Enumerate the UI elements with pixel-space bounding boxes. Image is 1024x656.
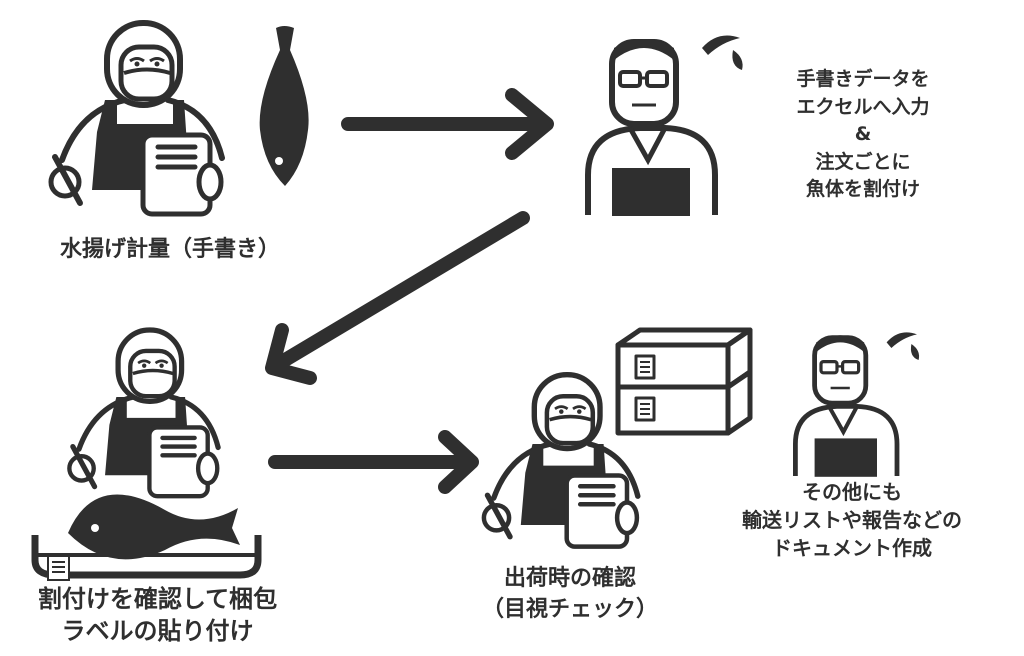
fish-icon: [259, 26, 309, 186]
label-line: 割付けを確認して梱包: [37, 585, 278, 613]
label-line: （目視チェック）: [481, 597, 658, 622]
label-line: 出荷時の確認: [503, 566, 636, 591]
label-line: 魚体を割付け: [805, 178, 920, 200]
office-worker-icon: [588, 36, 743, 216]
fish-tray-icon: [31, 494, 262, 581]
label-line: ラベルの貼り付け: [61, 617, 254, 645]
label-landing-weighing: 水揚げ計量（手書き）: [20, 236, 320, 264]
shipping-boxes-icon: [615, 327, 753, 436]
label-shipping-check: 出荷時の確認 （目視チェック）: [460, 563, 680, 625]
arrow-diagonal: [265, 211, 530, 385]
fisher-worker-weighing-icon: [51, 23, 222, 214]
label-line: エクセルへ入力: [796, 95, 930, 118]
label-line: 輸送リストや報告などの: [742, 508, 962, 532]
label-line: 水揚げ計量（手書き）: [59, 237, 280, 262]
office-worker-documents-icon: [795, 332, 919, 476]
label-excel-input: 手書きデータを エクセルへ入力 & 注文ごとに 魚体を割付け: [753, 66, 973, 204]
arrow-right-bottom: [268, 430, 479, 494]
label-line: その他にも: [802, 480, 902, 504]
label-line: 注文ごとに: [815, 150, 911, 173]
arrow-right-top: [341, 88, 554, 160]
label-packing-labeling: 割付けを確認して梱包 ラベルの貼り付け: [0, 583, 315, 647]
label-documents: その他にも 輸送リストや報告などの ドキュメント作成: [712, 478, 992, 562]
fisher-worker-checking-icon: [484, 375, 638, 547]
label-line: ドキュメント作成: [772, 536, 932, 560]
label-line: 手書きデータを: [796, 68, 930, 90]
label-line: &: [854, 123, 872, 145]
fisher-worker-packing-icon: [69, 330, 218, 496]
